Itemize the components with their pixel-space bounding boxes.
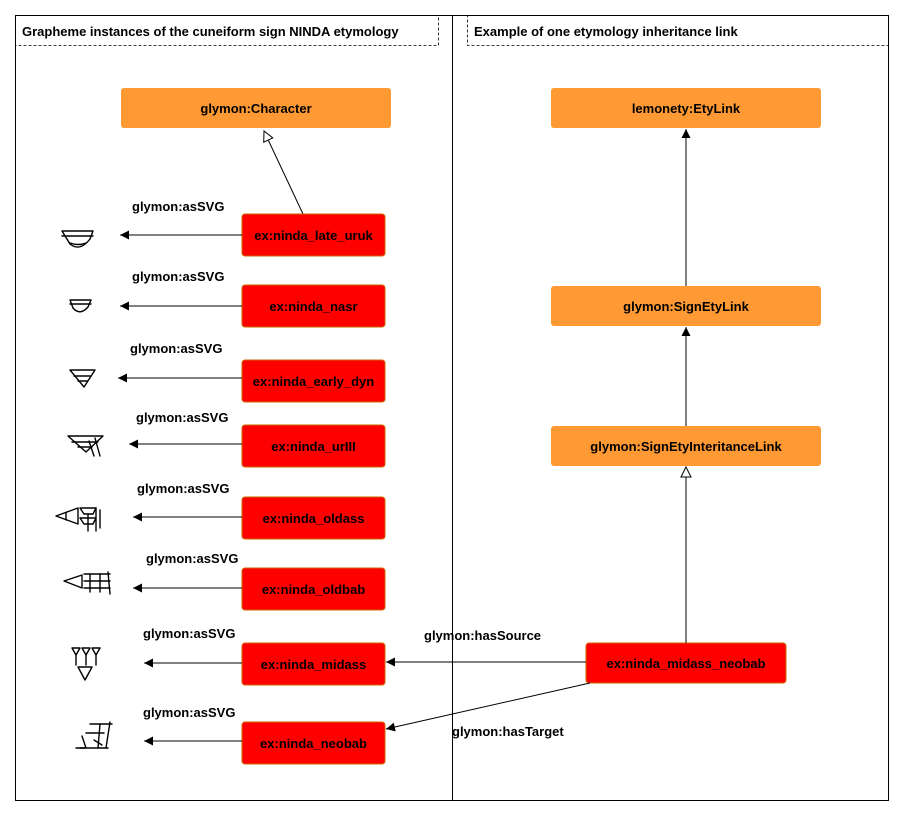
ninda-nasr-glyph <box>69 299 92 313</box>
instance-row-6: ex:ninda_midass glymon:asSVG <box>71 626 386 686</box>
instance-label: ex:ninda_early_dyn <box>253 374 374 389</box>
instance-node[interactable] <box>241 424 386 468</box>
instance-node[interactable] <box>241 496 386 540</box>
instance-row-1: ex:ninda_nasr glymon:asSVG <box>69 269 386 328</box>
left-panel-title-box: Grapheme instances of the cuneiform sign… <box>15 15 439 46</box>
signetyinheritancelink-class-node[interactable]: glymon:SignEtyInteritanceLink <box>551 426 821 466</box>
ninda-oldass-glyph <box>55 507 101 532</box>
instance-row-2: ex:ninda_early_dyn glymon:asSVG <box>69 341 386 403</box>
has-target-edge <box>385 682 591 732</box>
as-svg-label: glymon:asSVG <box>136 410 228 425</box>
instance-row-4: ex:ninda_oldass glymon:asSVG <box>55 481 386 540</box>
instance-row-7: ex:ninda_neobab glymon:asSVG <box>75 705 386 765</box>
instance-label: ex:ninda_nasr <box>269 299 357 314</box>
instance-node[interactable] <box>241 642 386 686</box>
as-svg-label: glymon:asSVG <box>137 481 229 496</box>
instance-label: ex:ninda_neobab <box>260 736 367 751</box>
etylink-class-node[interactable]: lemonety:EtyLink <box>551 88 821 128</box>
as-svg-label: glymon:asSVG <box>143 705 235 720</box>
instance-label: ex:ninda_urIII <box>271 439 356 454</box>
right-panel-title: Example of one etymology inheritance lin… <box>474 24 738 39</box>
right-panel-title-box: Example of one etymology inheritance lin… <box>467 15 889 46</box>
has-target-label: glymon:hasTarget <box>452 724 564 739</box>
instance-label: ex:ninda_midass <box>261 657 367 672</box>
instance-row-0: ex:ninda_late_uruk glymon:asSVG <box>61 199 386 257</box>
as-svg-label: glymon:asSVG <box>132 269 224 284</box>
as-svg-label: glymon:asSVG <box>130 341 222 356</box>
ninda-early-dyn-glyph <box>69 369 96 388</box>
instance-row-5: ex:ninda_oldbab glymon:asSVG <box>63 551 386 611</box>
instance-node[interactable] <box>241 567 386 611</box>
instance-node[interactable] <box>241 359 386 403</box>
instance-row-3: ex:ninda_urIII glymon:asSVG <box>67 410 386 468</box>
character-class-node[interactable]: glymon:Character <box>121 88 391 128</box>
instance-node[interactable] <box>241 721 386 765</box>
ninda-uriii-glyph <box>67 435 104 457</box>
ninda-oldbab-glyph <box>63 571 111 595</box>
left-panel-title: Grapheme instances of the cuneiform sign… <box>22 24 399 39</box>
etylink-class-label: lemonety:EtyLink <box>632 101 741 116</box>
ninda-late-uruk-glyph <box>61 230 94 248</box>
signetyinheritancelink-class-label: glymon:SignEtyInteritanceLink <box>590 439 782 454</box>
signetylink-class-label: glymon:SignEtyLink <box>623 299 749 314</box>
as-svg-label: glymon:asSVG <box>146 551 238 566</box>
signetylink-class-node[interactable]: glymon:SignEtyLink <box>551 286 821 326</box>
ninda-midass-glyph <box>71 647 101 681</box>
as-svg-label: glymon:asSVG <box>132 199 224 214</box>
as-svg-label: glymon:asSVG <box>143 626 235 641</box>
instance-label: ex:ninda_oldass <box>263 511 365 526</box>
instance-of-edge <box>264 131 304 215</box>
instance-label: ex:ninda_oldbab <box>262 582 365 597</box>
ninda-neobab-glyph <box>75 721 113 749</box>
midass-neobab-instance-node[interactable]: ex:ninda_midass_neobab <box>585 642 787 684</box>
character-class-label: glymon:Character <box>200 101 311 116</box>
midass-neobab-instance-label: ex:ninda_midass_neobab <box>607 656 766 671</box>
instance-label: ex:ninda_late_uruk <box>254 228 373 243</box>
has-source-label: glymon:hasSource <box>424 628 541 643</box>
